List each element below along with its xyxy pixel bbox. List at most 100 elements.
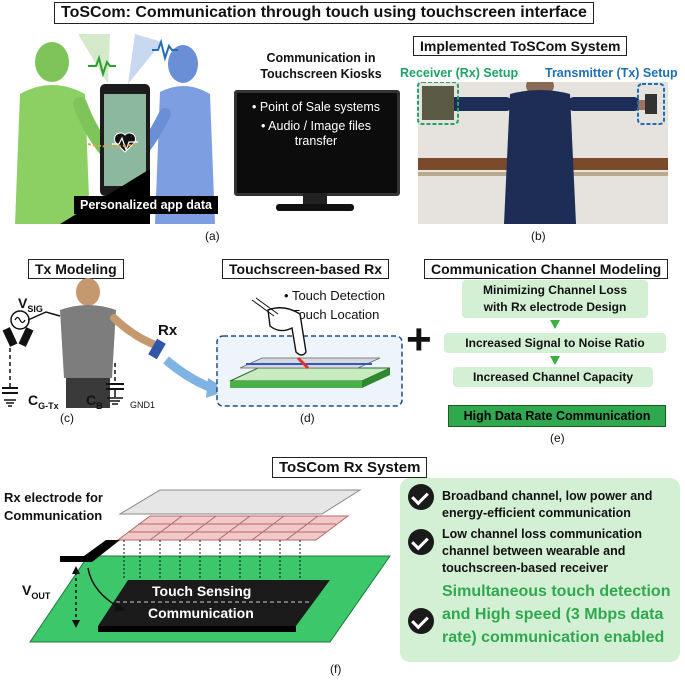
person-shirt: [504, 90, 576, 224]
red-electrode: [296, 356, 310, 370]
right-arm: [568, 97, 640, 111]
app-data-label: Personalized app data: [74, 196, 218, 214]
feature-3-line3: rate) communication enabled: [442, 629, 665, 646]
electrode-left: [2, 327, 18, 347]
touchscreen-base: [230, 381, 362, 388]
panel-b-photo: [417, 82, 668, 224]
arrow-1-icon: [550, 320, 560, 329]
tx-highlight: [637, 83, 665, 125]
kiosk-list: • Point of Sale systems • Audio / Image …: [246, 100, 386, 149]
tx-device: [645, 94, 657, 114]
main-title: ToSCom: Communication through touch usin…: [54, 2, 594, 24]
interconnects: [123, 540, 301, 580]
caption-e: (e): [550, 431, 565, 445]
panel-e-title: Communication Channel Modeling: [424, 259, 669, 279]
electrode-right: [18, 327, 34, 347]
tx-setup-label: Transmitter (Tx) Setup: [545, 66, 678, 80]
rx-arrow: [163, 356, 214, 393]
communication-label: Communication: [148, 605, 254, 621]
tx-person-pants: [66, 378, 110, 408]
green-person-body: [15, 85, 90, 224]
left-arm: [440, 97, 512, 111]
rx-label: Rx: [158, 322, 178, 339]
feature-2-line3: touchscreen-based receiver: [442, 561, 609, 575]
tx-person-head: [76, 278, 100, 306]
feature-2: Low channel loss communication channel b…: [442, 526, 642, 577]
blue-beam: [128, 34, 162, 84]
hand-icon: [267, 307, 307, 356]
feature-2-line1: Low channel loss communication: [442, 527, 643, 541]
cgtx-text: C: [28, 392, 39, 408]
tx-person-shirt: [60, 305, 116, 378]
green-pulse-icon: [88, 54, 116, 78]
step-capacity: Increased Channel Capacity: [453, 367, 653, 387]
panel-d-touchscreen: [216, 297, 403, 407]
heart-icon: [114, 132, 136, 153]
vout-label: VOUT: [22, 582, 50, 601]
cb-label: CB: [86, 392, 103, 411]
feature-2-line2: channel between wearable and: [442, 544, 626, 558]
cgtx-label: CG-Tx: [28, 392, 59, 411]
kiosk-item-pos-text: Point of Sale systems: [259, 100, 381, 114]
cb-sub: B: [96, 400, 103, 411]
result-box: High Data Rate Communication: [448, 405, 666, 427]
feature-1-line1: Broadband channel, low power and: [442, 489, 653, 503]
monitor-base: [276, 204, 354, 211]
panel-c-model: [2, 278, 228, 408]
kiosk-item-pos: • Point of Sale systems: [251, 100, 381, 114]
vsig-label: VSIG: [18, 295, 43, 314]
feature-3-line1: Simultaneous touch detection: [442, 583, 671, 600]
kiosk-item-audio-text: Audio / Image files transfer: [268, 119, 371, 148]
vsig-wire: [27, 311, 61, 321]
electrode-label: Rx electrode for Communication: [4, 489, 103, 525]
sensing-chip: [98, 580, 330, 626]
step-minimize-loss: Minimizing Channel Loss with Rx electrod…: [462, 280, 648, 318]
rx-setup-label: Receiver (Rx) Setup: [400, 66, 519, 80]
feature-3: Simultaneous touch detection and High sp…: [442, 580, 670, 649]
kiosk-title-line1: Communication in: [266, 51, 376, 65]
feature-3-line2: and High speed (3 Mbps data: [442, 606, 664, 623]
green-beam: [78, 34, 110, 84]
vout-text: V: [22, 582, 32, 598]
cgtx-sub: G-Tx: [38, 400, 59, 411]
caption-c: (c): [60, 411, 74, 425]
rx-phone: [148, 338, 166, 360]
check-icon-1: [408, 484, 434, 510]
caption-f: (f): [330, 662, 342, 676]
step-snr: Increased Signal to Noise Ratio: [444, 333, 666, 353]
arrow-2-icon: [550, 356, 560, 365]
check-icon-2: [408, 529, 434, 555]
vsig-sub: SIG: [27, 303, 43, 314]
rx-highlight: [417, 82, 459, 125]
touch-detection-item: • Touch Detection: [284, 288, 386, 303]
touch-sensing-label: Touch Sensing: [152, 583, 252, 599]
cb-text: C: [86, 392, 97, 408]
kiosk-title: Communication in Touchscreen Kiosks: [246, 50, 396, 82]
feature-1-line2: energy-efficient communication: [442, 506, 631, 520]
right-hand: [638, 100, 650, 110]
touch-detection-text: Touch Detection: [291, 288, 386, 303]
vsig-text: V: [18, 295, 28, 311]
touch-location-text: Touch Location: [291, 307, 380, 322]
electrode-label-line2: Communication: [4, 508, 103, 523]
panel-f-stack: [29, 489, 391, 643]
blue-person-body: [155, 85, 215, 224]
blue-pulse-icon: [152, 38, 178, 62]
caption-b: (b): [531, 229, 546, 243]
kiosk-item-audio: • Audio / Image files transfer: [260, 119, 371, 148]
kiosk-title-line2: Touchscreen Kiosks: [260, 67, 382, 81]
monitor-stand: [303, 193, 327, 205]
rx-device: [422, 86, 454, 120]
touchscreen-bottom: [229, 367, 391, 382]
heartbeat-icon: [112, 136, 138, 152]
gnd-label: GND1: [130, 400, 156, 410]
caption-a: (a): [205, 229, 220, 243]
check-icon-3: [408, 608, 434, 634]
plus-sign: +: [406, 315, 432, 364]
tx-person-arm: [110, 314, 162, 350]
green-person-head: [35, 42, 69, 82]
caption-d: (d): [300, 411, 315, 425]
blue-person-head: [168, 45, 198, 83]
panel-b-title: Implemented ToSCom System: [413, 36, 628, 56]
step-minimize-loss-line2: with Rx electrode Design: [483, 300, 627, 314]
